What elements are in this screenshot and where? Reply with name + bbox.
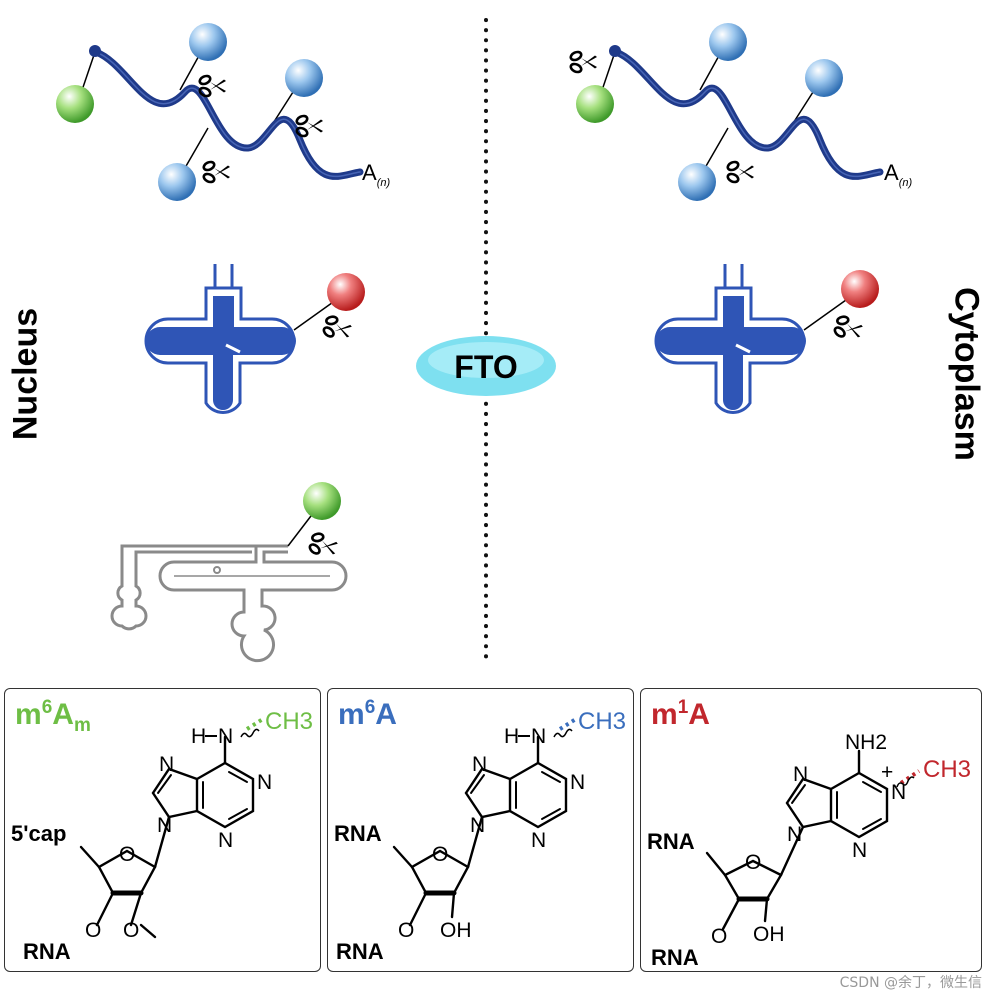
panel-m6am: m6Am H N CH3 N N N N O 5'cap O — [4, 688, 321, 972]
svg-text:+: + — [881, 761, 893, 784]
sphere-icon — [158, 163, 196, 201]
svg-text:5'cap: 5'cap — [11, 821, 66, 846]
svg-text:N: N — [531, 829, 546, 852]
svg-text:CH3: CH3 — [923, 756, 971, 783]
sphere-icon — [841, 270, 879, 308]
svg-text:O: O — [432, 843, 448, 866]
svg-text:N: N — [218, 725, 233, 748]
scissors-icon — [197, 73, 228, 99]
scissors-icon — [725, 159, 756, 185]
panel-m6a: m6A H N CH3 N N N N O RNA O OH RNA — [327, 688, 634, 972]
trna-cytoplasm — [654, 262, 879, 414]
svg-text:OH: OH — [753, 923, 785, 946]
scissors-icon — [319, 312, 355, 345]
watermark: CSDN @余丁，微生信 — [839, 975, 982, 991]
m6a-structure: H N CH3 N N N N O RNA O OH RNA — [334, 708, 626, 964]
fto-label: FTO — [454, 349, 517, 385]
svg-text:N: N — [157, 814, 172, 837]
svg-text:CH3: CH3 — [578, 708, 626, 735]
svg-text:H: H — [504, 725, 519, 748]
cap-dot — [89, 45, 101, 57]
panel-title: m1A — [651, 697, 710, 731]
cap-dot — [609, 45, 621, 57]
sphere-icon — [678, 163, 716, 201]
trna-nucleus — [144, 262, 365, 414]
svg-text:RNA: RNA — [651, 945, 699, 970]
sphere-icon — [327, 273, 365, 311]
sphere-icon — [709, 23, 747, 61]
fto-enzyme: FTO — [416, 336, 556, 396]
svg-text:N: N — [891, 781, 906, 804]
svg-text:N: N — [470, 814, 485, 837]
sphere-icon — [576, 85, 614, 123]
svg-text:N: N — [218, 829, 233, 852]
mrna-cytoplasm: A(n) — [568, 23, 912, 201]
poly-a-label: A(n) — [884, 160, 912, 189]
scissors-icon — [201, 159, 232, 185]
svg-text:N: N — [257, 771, 272, 794]
scissors-icon — [568, 49, 599, 75]
poly-a-label: A(n) — [362, 160, 390, 189]
panel-title: m6Am — [15, 697, 91, 736]
scissors-icon — [830, 312, 866, 345]
sphere-icon — [56, 85, 94, 123]
svg-text:OH: OH — [440, 919, 472, 942]
svg-text:O: O — [711, 925, 727, 948]
sphere-icon — [285, 59, 323, 97]
cytoplasm-label: Cytoplasm — [947, 287, 986, 461]
sphere-icon — [303, 482, 341, 520]
scissors-icon — [294, 113, 325, 139]
svg-text:H: H — [191, 725, 206, 748]
svg-text:N: N — [472, 753, 487, 776]
svg-text:N: N — [570, 771, 585, 794]
m6am-structure: H N CH3 N N N N O 5'cap O O RNA — [11, 708, 313, 964]
scissors-icon — [305, 529, 341, 562]
svg-text:CH3: CH3 — [265, 708, 313, 735]
svg-text:N: N — [852, 839, 867, 862]
panel-title: m6A — [338, 697, 397, 731]
svg-text:O: O — [119, 843, 135, 866]
svg-text:RNA: RNA — [336, 939, 384, 964]
panel-m1a: m1A NH2 N + CH3 N N N O RNA O OH RNA — [640, 688, 982, 972]
svg-text:RNA: RNA — [23, 939, 71, 964]
m1a-structure: NH2 N + CH3 N N N O RNA O OH RNA — [647, 731, 971, 970]
svg-text:O: O — [398, 919, 414, 942]
sphere-icon — [805, 59, 843, 97]
mrna-nucleus: A(n) — [56, 23, 390, 201]
nucleus-label: Nucleus — [6, 307, 45, 441]
svg-text:N: N — [787, 823, 802, 846]
svg-text:O: O — [85, 919, 101, 942]
svg-text:N: N — [793, 763, 808, 786]
snrna-nucleus — [110, 482, 348, 663]
svg-text:N: N — [159, 753, 174, 776]
sphere-icon — [189, 23, 227, 61]
svg-text:O: O — [745, 851, 761, 874]
diagram-art: A(n) A(n) — [56, 18, 912, 664]
svg-text:NH2: NH2 — [845, 731, 887, 754]
svg-text:N: N — [531, 725, 546, 748]
svg-text:O: O — [123, 919, 139, 942]
svg-text:RNA: RNA — [647, 829, 695, 854]
svg-text:RNA: RNA — [334, 821, 382, 846]
